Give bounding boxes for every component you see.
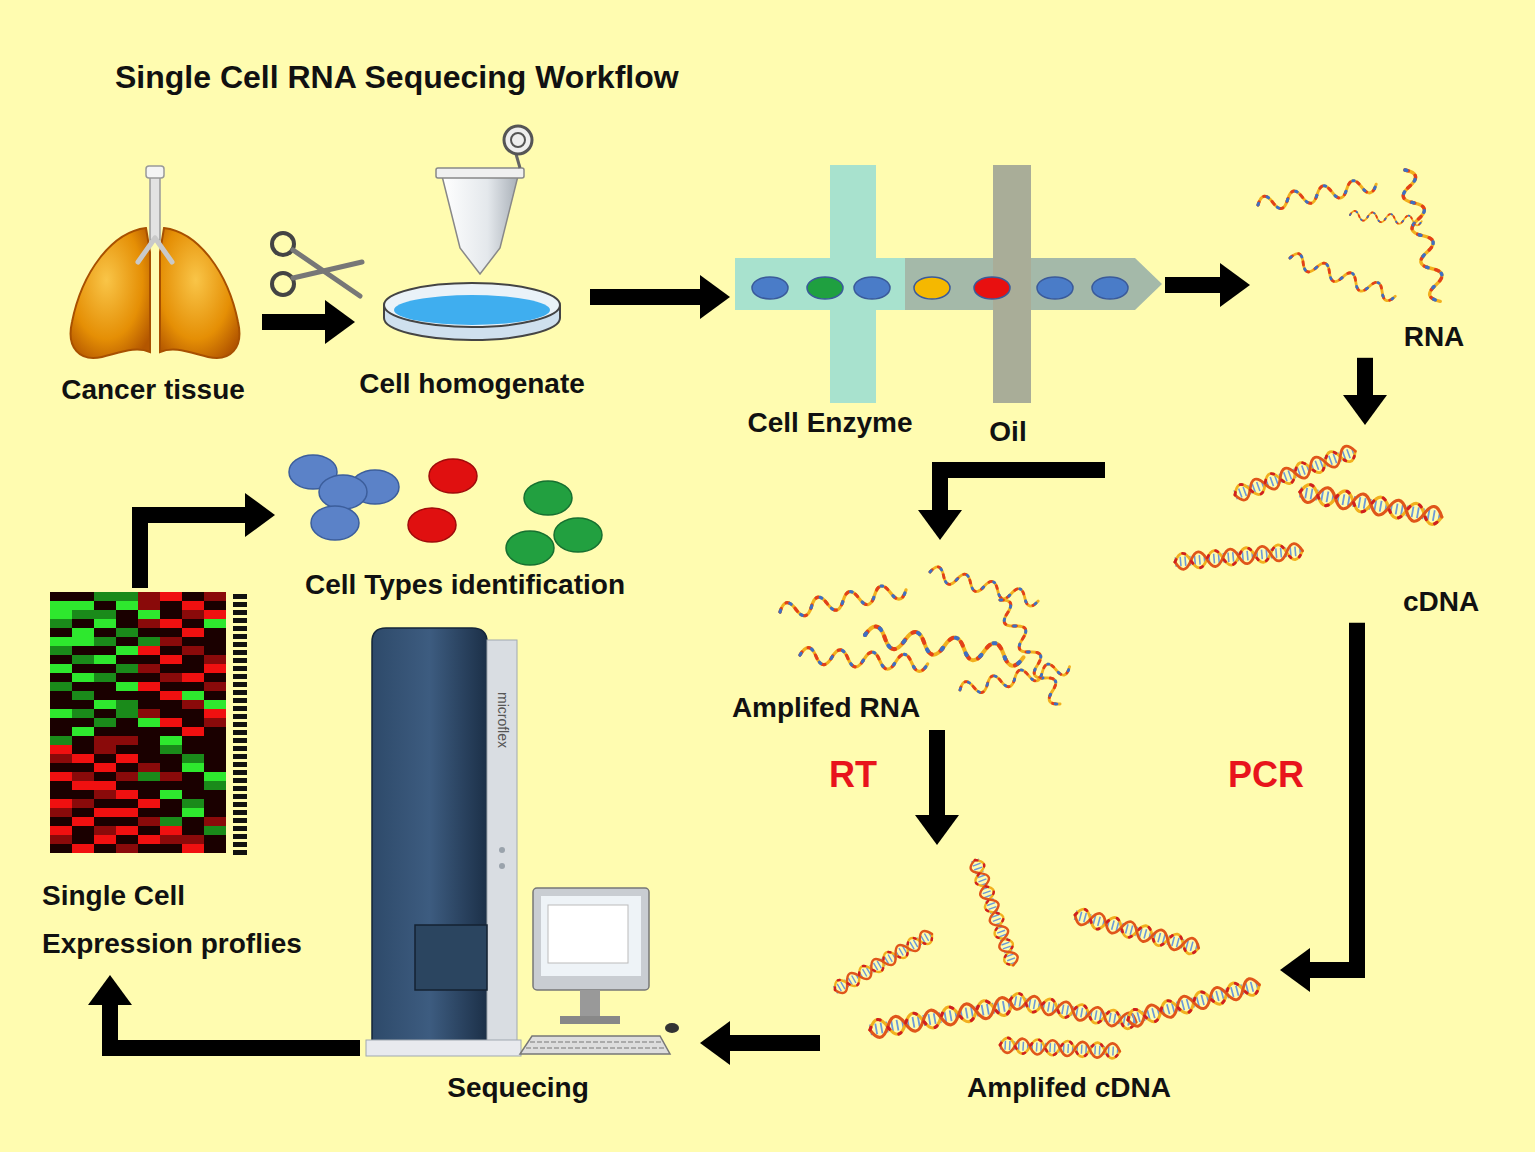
flow-arrow (915, 730, 959, 845)
stage-node: Amplifed cDNA (820, 845, 1280, 1110)
arrow-head (325, 300, 355, 344)
amplified-cdna-strands (832, 858, 1262, 1059)
stage-node: RNA (1250, 160, 1475, 358)
stage-node: cDNA (1170, 425, 1495, 623)
lung-illustration (71, 166, 240, 358)
arrow-head (1220, 263, 1250, 307)
scissors-icon (272, 233, 362, 296)
node-label: Amplifed RNA (732, 691, 920, 725)
node-label: Cell Enzyme (748, 406, 913, 440)
arrow-label: RT (826, 755, 880, 795)
tube-illustration (436, 126, 532, 274)
amplified-rna-strands (779, 565, 1071, 707)
stage-node: Cell Enzyme Oil (730, 160, 1165, 470)
arrow-shaft (940, 470, 1105, 511)
arrow-head (915, 815, 959, 845)
heatmap-ticks (233, 594, 247, 858)
node-label: RNA (1404, 320, 1465, 354)
arrow-shaft (1357, 358, 1373, 396)
arrow-shaft (1165, 277, 1221, 293)
arrow-head (245, 493, 275, 537)
arrow-shaft (729, 1035, 820, 1051)
sequencer-illustration (366, 628, 521, 1056)
arrow-head (1280, 948, 1310, 992)
arrow-shaft (590, 289, 701, 305)
flow-arrow (1343, 358, 1387, 425)
flow-arrow (262, 300, 355, 344)
node-label: Cell Types identification (305, 568, 625, 602)
stage-node: Cancer tissue (40, 160, 262, 415)
arrow-head (1343, 395, 1387, 425)
arrow-shaft (110, 1004, 360, 1048)
rna-strands (1257, 168, 1449, 304)
arrow-shaft (1309, 623, 1357, 970)
arrow-label: PCR (1225, 755, 1307, 795)
arrow-shaft (140, 515, 246, 588)
flow-arrow (918, 470, 1105, 540)
arrow-shaft (262, 314, 326, 330)
arrow-head (88, 975, 132, 1005)
node-label: Sequecing (447, 1071, 589, 1105)
flow-arrow (1280, 623, 1357, 992)
stage-node: Sequecing (360, 620, 700, 1110)
node-label: Oil (989, 415, 1026, 449)
node-label: cDNA (1403, 585, 1479, 619)
node-label: Amplifed cDNA (967, 1071, 1171, 1105)
stage-node: Amplifed RNA (705, 540, 1105, 730)
stage-node: Cell homogenate (355, 120, 590, 410)
node-label: Single Cell Expression proflies (42, 872, 332, 967)
arrow-head (700, 275, 730, 319)
cell-clusters (289, 455, 602, 565)
arrow-shaft (929, 730, 945, 816)
arrow-head (918, 510, 962, 540)
dish-illustration (384, 283, 560, 340)
flow-arrow (700, 1021, 820, 1065)
cdna-strands (1174, 444, 1443, 570)
heatmap (50, 592, 226, 853)
stage-node: Cell Types identification (275, 450, 660, 606)
arrow-head (700, 1021, 730, 1065)
microfluidic-chip (735, 165, 1162, 403)
flow-arrow (590, 275, 730, 319)
flow-arrow (88, 975, 360, 1048)
node-label: Cancer tissue (61, 373, 245, 407)
computer-icon (520, 888, 679, 1054)
flow-arrow (140, 493, 275, 588)
node-label: Cell homogenate (359, 367, 585, 401)
stage-node: Single Cell Expression proflies (35, 588, 345, 975)
flow-arrow (1165, 263, 1250, 307)
instrument-brand: microflex (494, 692, 509, 748)
diagram-title: Single Cell RNA Sequecing Workflow (115, 58, 679, 96)
